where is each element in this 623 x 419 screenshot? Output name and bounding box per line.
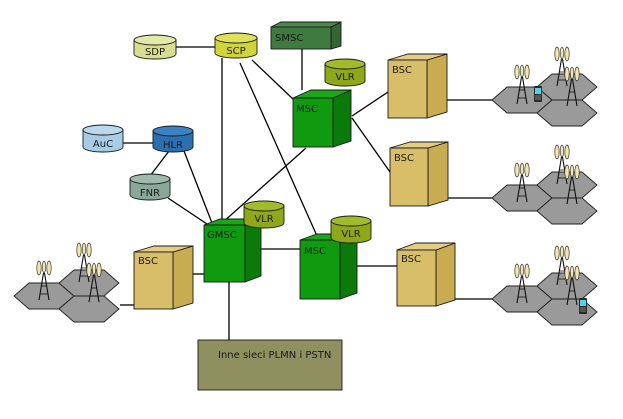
pstn-box [197, 339, 343, 391]
node-bsc-right[interactable]: BSC [396, 242, 456, 307]
msc-top-front [292, 97, 334, 148]
gmsc-front [203, 224, 246, 283]
node-scp[interactable]: SCP [214, 32, 258, 59]
scp-cylinder [214, 37, 258, 59]
cell-cluster-4 [13, 242, 120, 323]
node-vlr-bottom[interactable]: VLR [330, 215, 372, 244]
msc-bottom-side [339, 233, 358, 300]
node-vlr-gmsc[interactable]: VLR [243, 200, 285, 229]
bsc-top2-front [389, 147, 429, 207]
edge-hlr-fnr [149, 150, 170, 177]
smsc-label: SMSC [275, 33, 303, 44]
bsc-right-side [435, 242, 456, 307]
node-bsc-top1[interactable]: BSC [387, 53, 448, 119]
node-auc[interactable]: AuC [82, 124, 124, 153]
edge-msc-top-bsc-top2 [351, 117, 391, 173]
bsc-right-label: BSC [401, 254, 421, 265]
node-fnr[interactable]: FNR [129, 173, 171, 201]
node-vlr-top[interactable]: VLR [324, 58, 366, 87]
vlr-gmsc-cylinder-top [243, 200, 285, 212]
edge-scp-msc-bottom [239, 62, 318, 237]
vlr-top-cylinder-top [324, 58, 366, 70]
node-bsc-top2[interactable]: BSC [389, 141, 449, 207]
cell-hexagon [536, 197, 598, 225]
bsc-right-front [396, 249, 437, 307]
fnr-cylinder-top [129, 173, 171, 185]
vlr-bottom-label: VLR [341, 229, 360, 240]
mobile-phone-icon [534, 86, 542, 102]
vlr-gmsc-cylinder [243, 205, 285, 229]
vlr-top-cylinder [324, 63, 366, 87]
auc-cylinder-top [82, 124, 124, 136]
gmsc-side [244, 218, 262, 283]
node-msc-bottom[interactable]: MSC [299, 233, 358, 300]
msc-bottom-label: MSC [304, 246, 326, 257]
bsc-left-label: BSC [138, 256, 158, 267]
edge-msc-top-gmsc [221, 147, 307, 224]
auc-cylinder [82, 129, 124, 153]
cell-hexagon [536, 99, 598, 127]
vlr-gmsc-label: VLR [254, 214, 273, 225]
bsc-top1-front [387, 59, 428, 119]
node-hlr[interactable]: HLR [152, 125, 194, 153]
sdp-cylinder-top [133, 34, 177, 46]
fnr-label: FNR [140, 188, 160, 199]
bsc-top1-label: BSC [392, 65, 412, 76]
scp-label: SCP [226, 46, 245, 57]
vlr-bottom-cylinder [330, 220, 372, 244]
smsc-front [270, 26, 332, 50]
bsc-top2-label: BSC [394, 153, 414, 164]
node-pstn[interactable]: Inne sieci PLMN i PSTN [197, 339, 343, 391]
mobile-phone-icon [579, 298, 587, 314]
cell-clusters [13, 46, 598, 326]
edge-fnr-gmsc [167, 197, 208, 225]
node-gmsc[interactable]: GMSC [203, 218, 262, 283]
edge-hlr-gmsc [183, 150, 213, 224]
bsc-left-side [172, 245, 194, 310]
cell-cluster-3 [491, 245, 598, 326]
cell-cluster-1 [491, 46, 598, 127]
pstn-label: Inne sieci PLMN i PSTN [218, 350, 331, 361]
smsc-top [270, 21, 342, 28]
connections [120, 46, 500, 340]
edge-scp-msc-top [251, 59, 295, 101]
vlr-top-label: VLR [335, 72, 354, 83]
msc-bottom-front [299, 239, 341, 300]
gmsc-label: GMSC [207, 230, 237, 241]
node-msc-top[interactable]: MSC [292, 89, 352, 148]
edge-msc-top-bsc-top1 [351, 91, 389, 117]
hlr-cylinder-top [152, 125, 194, 137]
node-smsc[interactable]: SMSC [270, 21, 342, 50]
cell-hexagon [58, 295, 120, 323]
hlr-label: HLR [163, 140, 183, 151]
cell-cluster-2 [491, 144, 598, 225]
node-bsc-left[interactable]: BSC [133, 245, 194, 310]
msc-top-side [332, 89, 352, 148]
bsc-top1-side [426, 53, 448, 119]
node-sdp[interactable]: SDP [133, 34, 177, 60]
auc-label: AuC [93, 139, 113, 150]
bsc-left-front [133, 251, 174, 310]
vlr-bottom-cylinder-top [330, 215, 372, 227]
scp-cylinder-top [214, 32, 258, 44]
msc-top-label: MSC [296, 104, 318, 115]
hlr-cylinder [152, 130, 194, 153]
sdp-label: SDP [145, 47, 165, 58]
fnr-cylinder [129, 178, 171, 201]
bsc-top2-side [427, 141, 449, 207]
